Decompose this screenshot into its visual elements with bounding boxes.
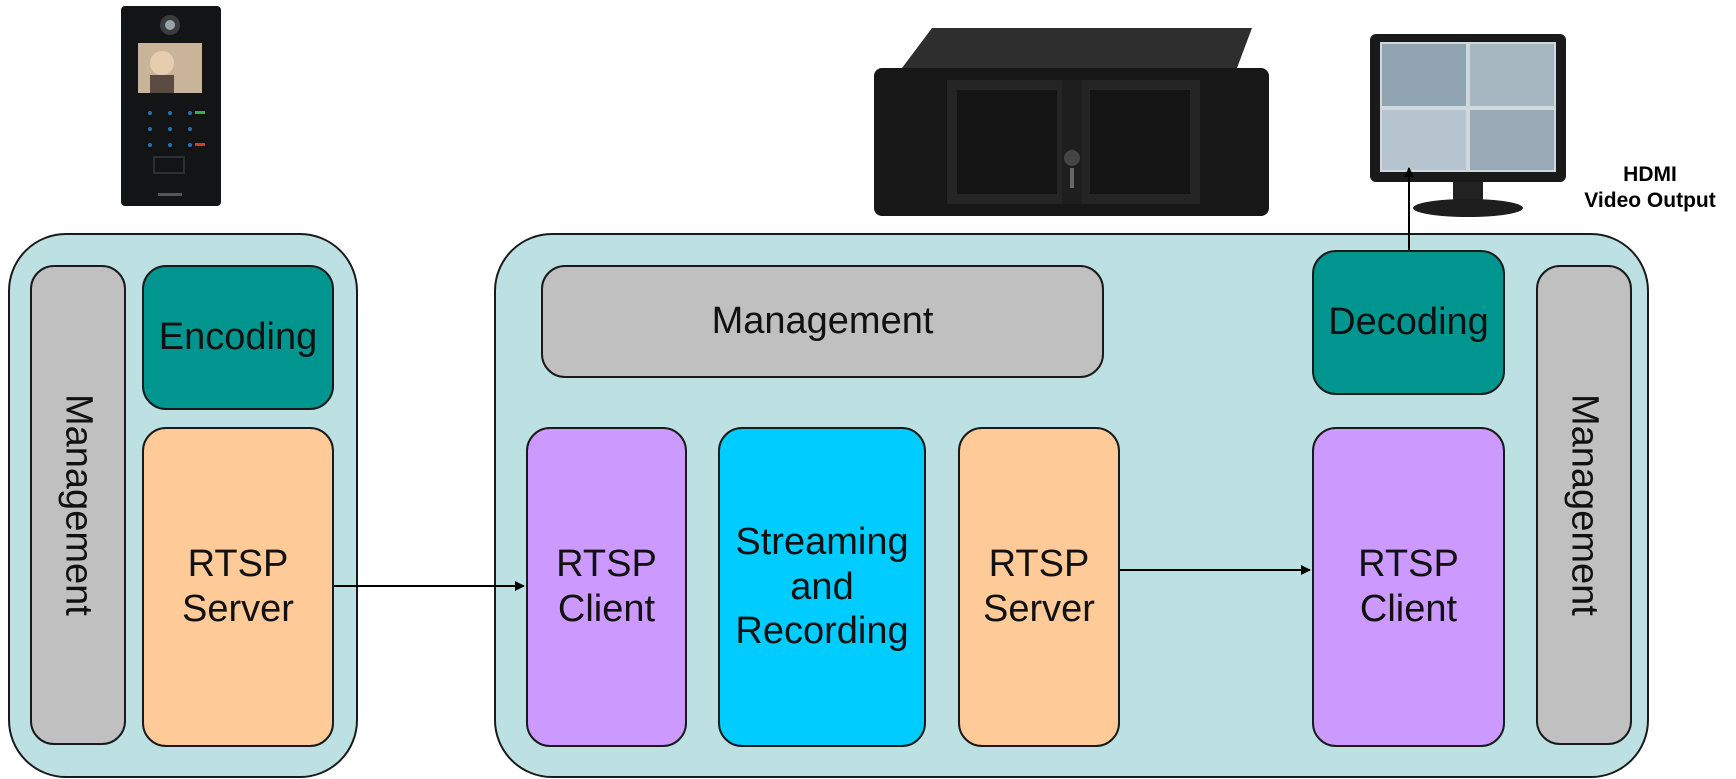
encoding-label: Encoding xyxy=(158,316,318,359)
nvr-rack-icon xyxy=(874,28,1269,216)
center-management-block: Management xyxy=(541,265,1104,378)
left-rtsp-server-block: RTSP Server xyxy=(142,427,334,747)
decoding-block: Decoding xyxy=(1312,250,1505,395)
streaming-recording-block: Streaming and Recording xyxy=(718,427,926,747)
right-management-label: Management xyxy=(1563,394,1606,616)
hdmi-output-note: HDMI Video Output xyxy=(1570,162,1730,215)
center-rtsp-server-label: RTSP Server xyxy=(983,543,1095,630)
right-rtsp-client-label: RTSP Client xyxy=(1358,543,1459,630)
encoding-block: Encoding xyxy=(142,265,334,410)
right-rtsp-client-block: RTSP Client xyxy=(1312,427,1505,747)
rtsp-client-label: RTSP Client xyxy=(556,543,657,630)
streaming-recording-label: Streaming and Recording xyxy=(735,520,909,653)
center-management-label: Management xyxy=(711,300,934,343)
center-rtsp-server-block: RTSP Server xyxy=(958,427,1120,747)
left-management-block: Management xyxy=(30,265,126,745)
right-management-block: Management xyxy=(1536,265,1632,745)
rtsp-client-block: RTSP Client xyxy=(526,427,687,747)
left-rtsp-server-label: RTSP Server xyxy=(182,543,294,630)
left-management-label: Management xyxy=(57,394,100,616)
monitor-icon xyxy=(1370,34,1566,217)
decoding-label: Decoding xyxy=(1328,301,1489,344)
hdmi-output-label: HDMI Video Output xyxy=(1584,163,1716,213)
door-intercom-icon xyxy=(121,6,221,206)
